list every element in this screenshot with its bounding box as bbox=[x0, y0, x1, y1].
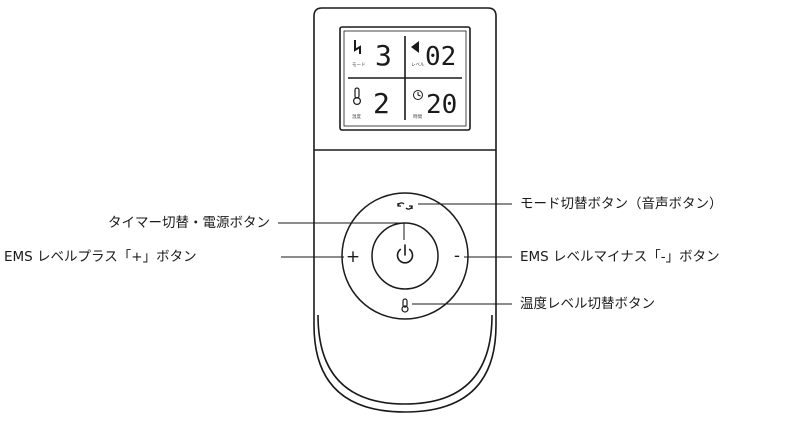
callout-ems-plus: EMS レベルプラス「+」ボタン bbox=[4, 249, 197, 265]
temp-caption: 温度 bbox=[352, 113, 361, 120]
lcd-mode-cell: モード 3 bbox=[352, 39, 392, 72]
leader-line-timer-power bbox=[278, 222, 405, 240]
callout-temp-level: 温度レベル切替ボタン bbox=[520, 296, 655, 312]
callout-timer-power: タイマー切替・電源ボタン bbox=[108, 215, 270, 231]
temp-value: 2 bbox=[373, 87, 390, 120]
thermometer-icon bbox=[353, 87, 362, 105]
mode-value: 3 bbox=[375, 39, 392, 72]
time-caption: 時間 bbox=[413, 114, 422, 120]
plus-button[interactable]: + bbox=[346, 247, 360, 267]
level-caption: レベル bbox=[411, 62, 425, 68]
power-icon bbox=[396, 244, 414, 264]
temperature-button[interactable] bbox=[401, 298, 409, 313]
callout-mode-sound: モード切替ボタン（音声ボタン） bbox=[520, 196, 723, 212]
time-value: 20 bbox=[426, 90, 457, 120]
lcd-level-cell: レベル 02 bbox=[411, 41, 456, 72]
lcd-screen bbox=[339, 26, 471, 131]
lcd-temp-cell: 温度 2 bbox=[352, 87, 390, 120]
thermometer-icon bbox=[401, 298, 409, 313]
power-button[interactable] bbox=[371, 222, 439, 290]
level-value: 02 bbox=[425, 42, 456, 72]
lcd-time-cell: 時間 20 bbox=[413, 90, 457, 120]
minus-button[interactable]: - bbox=[454, 246, 460, 266]
callout-ems-minus: EMS レベルマイナス「-」ボタン bbox=[520, 249, 720, 265]
remote-body bbox=[313, 7, 497, 413]
mode-caption: モード bbox=[352, 62, 366, 68]
leader-lines bbox=[278, 203, 512, 305]
mode-button[interactable] bbox=[397, 202, 413, 210]
clock-icon bbox=[413, 90, 423, 100]
level-wedge-icon bbox=[411, 41, 419, 53]
cycle-arrows-icon bbox=[397, 202, 413, 210]
lightning-icon bbox=[354, 40, 361, 54]
